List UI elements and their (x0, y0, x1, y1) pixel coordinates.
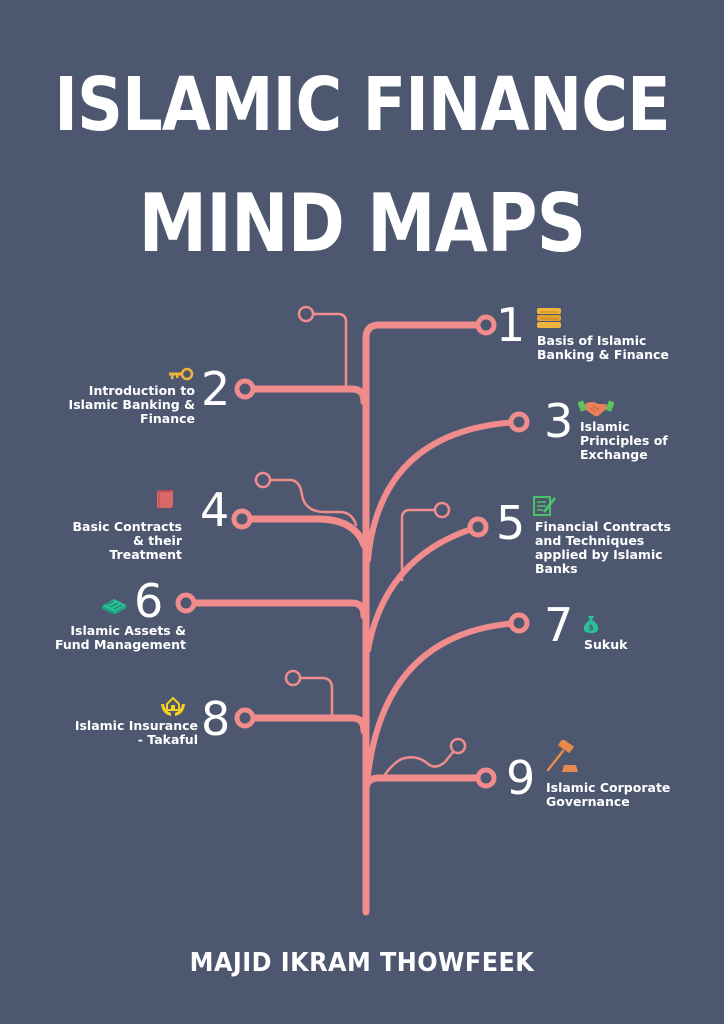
svg-text:$: $ (588, 623, 594, 632)
topic-3-label: Islamic Principles of Exchange (580, 419, 668, 462)
topic-4-number: 4 (200, 483, 230, 537)
topic-9-number: 9 (506, 751, 536, 805)
gavel-icon (546, 740, 578, 772)
topic-1-number: 1 (496, 298, 526, 352)
handshake-icon (578, 400, 614, 417)
topic-7-label: Sukuk (584, 637, 628, 652)
house-hands-icon (161, 696, 185, 716)
topic-1-label: Basis of Islamic Banking & Finance (537, 333, 669, 362)
topic-8-label: Islamic Insurance - Takaful (74, 718, 198, 747)
key-icon (169, 367, 194, 381)
topic-3-number: 3 (544, 394, 574, 448)
money-stack-icon (102, 599, 126, 614)
topic-5-label: Financial Contracts and Techniques appli… (535, 519, 671, 576)
topic-7-number: 7 (544, 598, 574, 652)
topic-6-label: Islamic Assets & Fund Management (54, 623, 186, 652)
book-icon (157, 490, 173, 508)
topic-9-label: Islamic Corporate Governance (546, 780, 671, 809)
books-stack-icon (537, 308, 561, 328)
topic-6-number: 6 (134, 574, 164, 628)
title-line-2: MIND MAPS (138, 177, 587, 270)
author-name: MAJID IKRAM THOWFEEK (189, 948, 535, 978)
money-bag-icon: $ (583, 616, 599, 633)
title-line-1: ISLAMIC FINANCE (54, 62, 670, 148)
contract-pen-icon (533, 496, 556, 516)
topic-4-label: Basic Contracts & their Treatment (72, 519, 182, 562)
topic-5-number: 5 (496, 496, 526, 550)
topic-8-number: 8 (201, 692, 231, 746)
topic-2-label: Introduction to Islamic Banking & Financ… (68, 383, 195, 426)
topic-2-number: 2 (201, 362, 231, 416)
